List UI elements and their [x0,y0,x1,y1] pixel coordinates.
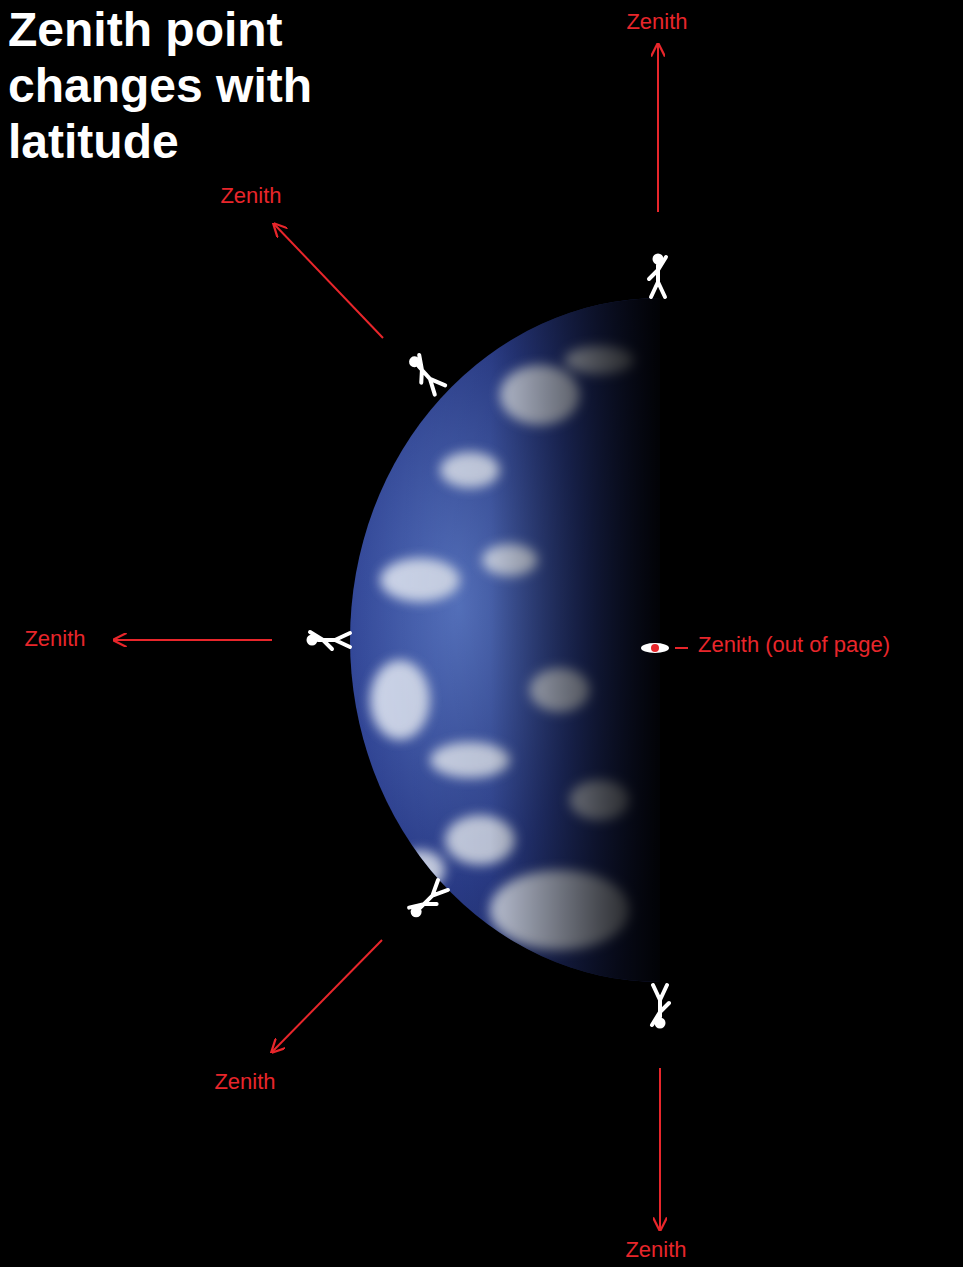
zenith-label: Zenith [625,1237,686,1263]
zenith-label: Zenith [220,183,281,209]
zenith-label: Zenith [24,626,85,652]
zenith-label: Zenith [214,1069,275,1095]
zenith-label: Zenith [626,9,687,35]
slide-title: Zenith point changes with latitude [8,2,348,170]
zenith-label: Zenith (out of page) [698,632,890,658]
